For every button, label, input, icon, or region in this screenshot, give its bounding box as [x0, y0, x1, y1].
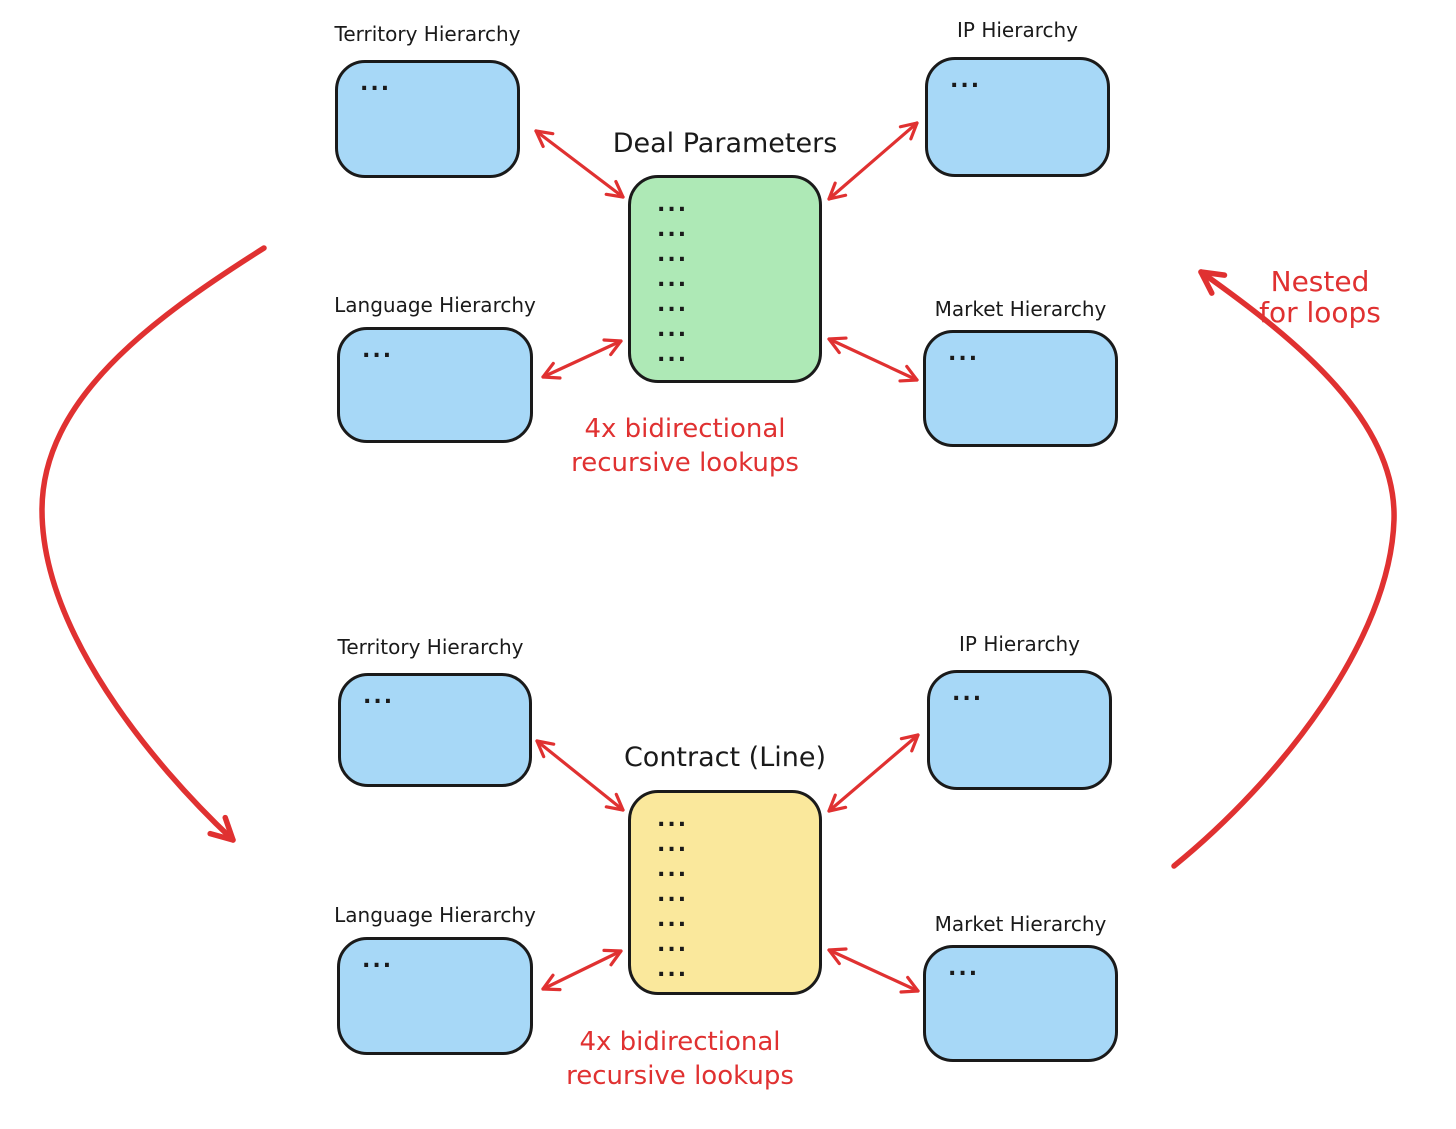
contract-line-box: ... ... ... ... ... ... ...: [628, 790, 822, 995]
ip-hierarchy-box-top: ...: [925, 57, 1110, 177]
ip-hierarchy-label-top: IP Hierarchy: [957, 18, 1078, 42]
arrow-language-contract: [541, 948, 623, 992]
top-annotation-text: 4x bidirectional recursive lookups: [571, 414, 799, 478]
ellipsis-text: ...: [363, 684, 395, 709]
deal-parameters-title: Deal Parameters: [612, 128, 838, 159]
ip-hierarchy-box-bottom: ...: [927, 670, 1112, 790]
bottom-annotation-text: 4x bidirectional recursive lookups: [566, 1027, 794, 1091]
arrow-market-contract: [827, 947, 920, 994]
language-hierarchy-box-top: ...: [337, 327, 533, 443]
ellipsis-text: ...: [952, 681, 984, 706]
arrow-loop-left: [39, 245, 267, 843]
language-hierarchy-label-bottom: Language Hierarchy: [334, 903, 536, 927]
arrow-language-deal: [541, 338, 623, 380]
ellipsis-text: ...: [362, 338, 394, 363]
ellipsis-column: ... ... ... ... ... ... ...: [657, 807, 689, 982]
territory-hierarchy-label-bottom: Territory Hierarchy: [337, 635, 524, 659]
territory-hierarchy-box-bottom: ...: [338, 673, 532, 787]
ellipsis-text: ...: [948, 956, 980, 981]
language-hierarchy-label-top: Language Hierarchy: [334, 293, 536, 317]
nested-for-loops-note: Nested for loops: [1259, 265, 1381, 329]
market-hierarchy-box-bottom: ...: [923, 945, 1118, 1062]
ip-hierarchy-label-bottom: IP Hierarchy: [959, 632, 1080, 656]
market-hierarchy-box-top: ...: [923, 330, 1118, 447]
market-hierarchy-label-bottom: Market Hierarchy: [934, 912, 1107, 936]
arrow-market-deal: [827, 336, 919, 383]
market-hierarchy-label-top: Market Hierarchy: [934, 297, 1107, 321]
ellipsis-text: ...: [948, 341, 980, 366]
ellipsis-text: ...: [360, 71, 392, 96]
ellipsis-text: ...: [362, 948, 394, 973]
ellipsis-text: ...: [950, 68, 982, 93]
arrow-loop-right: [1171, 269, 1397, 869]
language-hierarchy-box-bottom: ...: [337, 937, 533, 1055]
ellipsis-column: ... ... ... ... ... ... ...: [657, 192, 689, 367]
territory-hierarchy-label-top: Territory Hierarchy: [334, 22, 521, 46]
territory-hierarchy-box-top: ...: [335, 60, 520, 178]
contract-line-title: Contract (Line): [623, 742, 827, 773]
deal-parameters-box: ... ... ... ... ... ... ...: [628, 175, 822, 383]
